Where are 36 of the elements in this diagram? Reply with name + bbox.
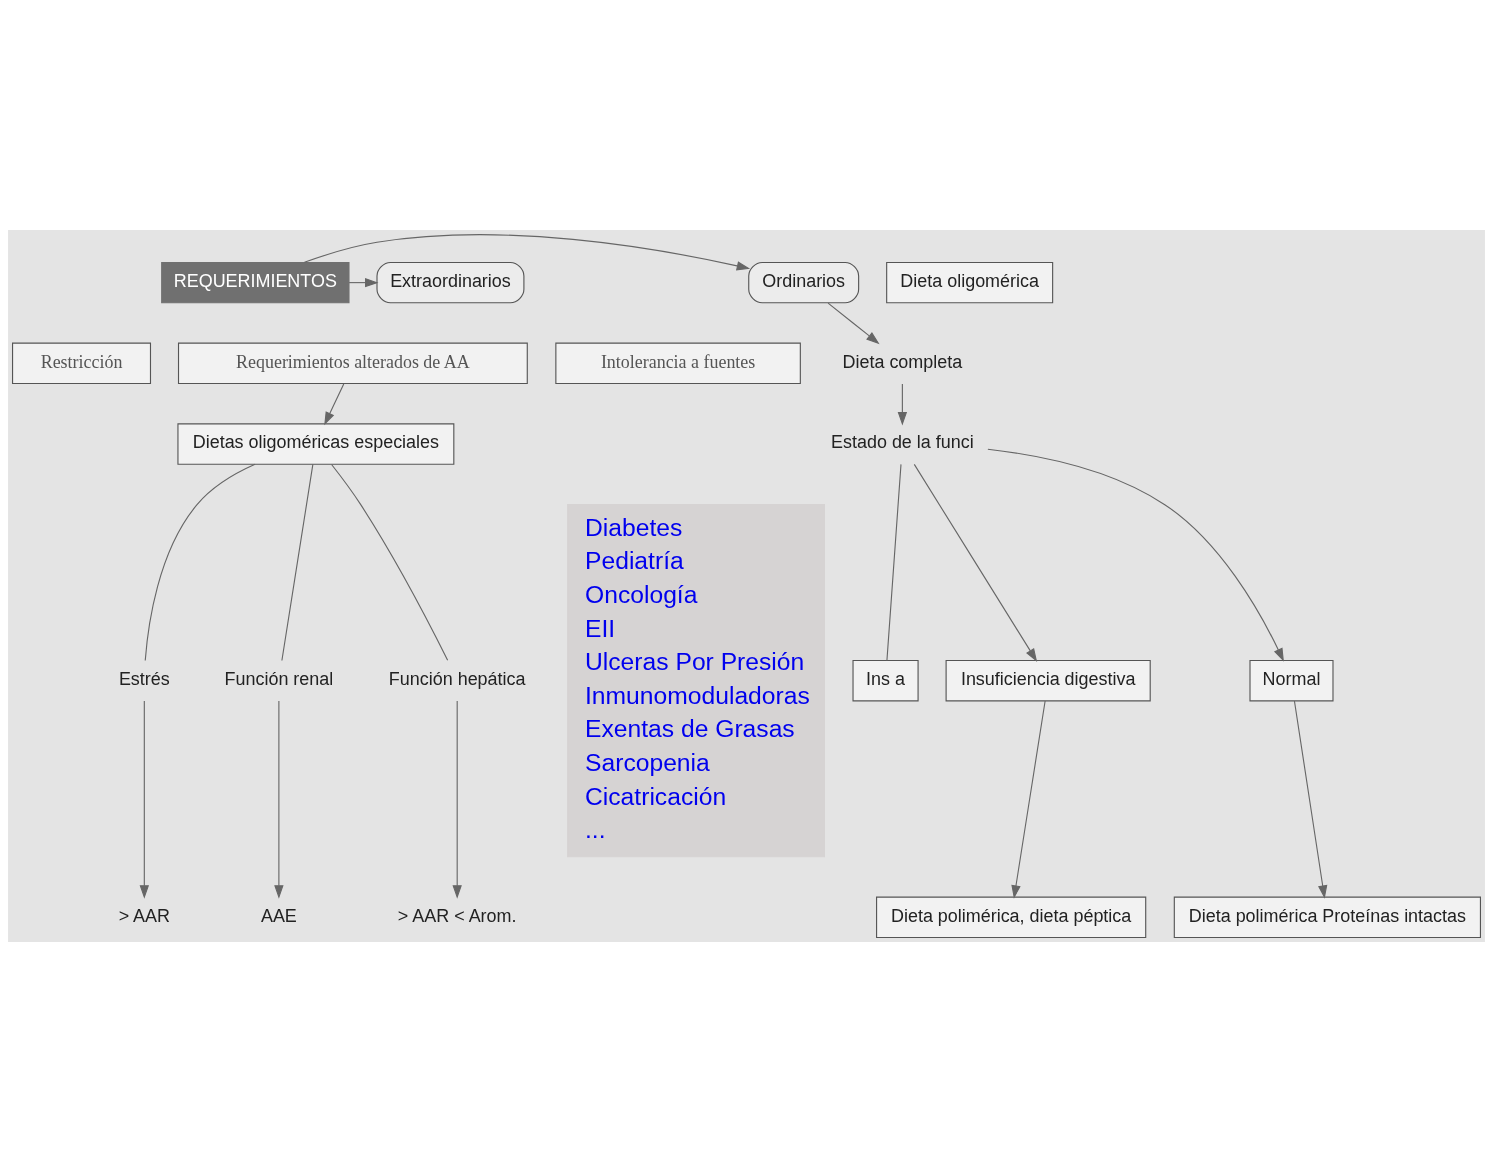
- connector: [281, 463, 314, 662]
- node-box: Requerimientos alterados de AA: [177, 342, 528, 385]
- node-text: > AAR: [118, 905, 170, 926]
- node-box: Restricción: [12, 342, 152, 385]
- node-box: Dietas oligoméricas especiales: [177, 423, 455, 465]
- node-text: > AAR < Arom.: [397, 905, 517, 926]
- arrow: [324, 383, 345, 426]
- arrow: [1011, 700, 1046, 899]
- node-box: Normal: [1249, 659, 1334, 702]
- node-box: Ins a: [852, 659, 919, 702]
- arrow: [452, 700, 462, 899]
- arrow: [827, 302, 880, 345]
- node-box: Dieta polimérica, dieta péptica: [876, 896, 1147, 939]
- connector: [331, 463, 449, 661]
- node-text: Estado de la funci: [831, 432, 974, 453]
- node-box: Dieta polimérica Proteínas intactas: [1173, 896, 1481, 939]
- arrow: [139, 700, 150, 899]
- arrow: [274, 700, 284, 899]
- node-text: Función renal: [224, 668, 334, 689]
- connector: [144, 463, 256, 661]
- node-box: REQUERIMIENTOS: [161, 261, 350, 304]
- arrow: [1293, 700, 1328, 899]
- arrow: [897, 383, 908, 426]
- node-box: Intolerancia a fuentes: [555, 342, 801, 385]
- node-box: Extraordinarios: [376, 261, 525, 304]
- arrow: [303, 234, 751, 271]
- node-text: Estrés: [118, 668, 170, 689]
- node-text: Función hepática: [388, 668, 526, 689]
- node-box: Insuficiencia digestiva: [945, 659, 1151, 702]
- node-text: Dieta completa: [842, 351, 963, 372]
- node-box: Dieta oligomérica: [886, 261, 1054, 304]
- connector: [886, 463, 902, 662]
- arrow: [987, 448, 1284, 662]
- node-text: AAE: [260, 905, 297, 926]
- arrow: [913, 463, 1038, 662]
- node-box: Ordinarios: [748, 261, 860, 304]
